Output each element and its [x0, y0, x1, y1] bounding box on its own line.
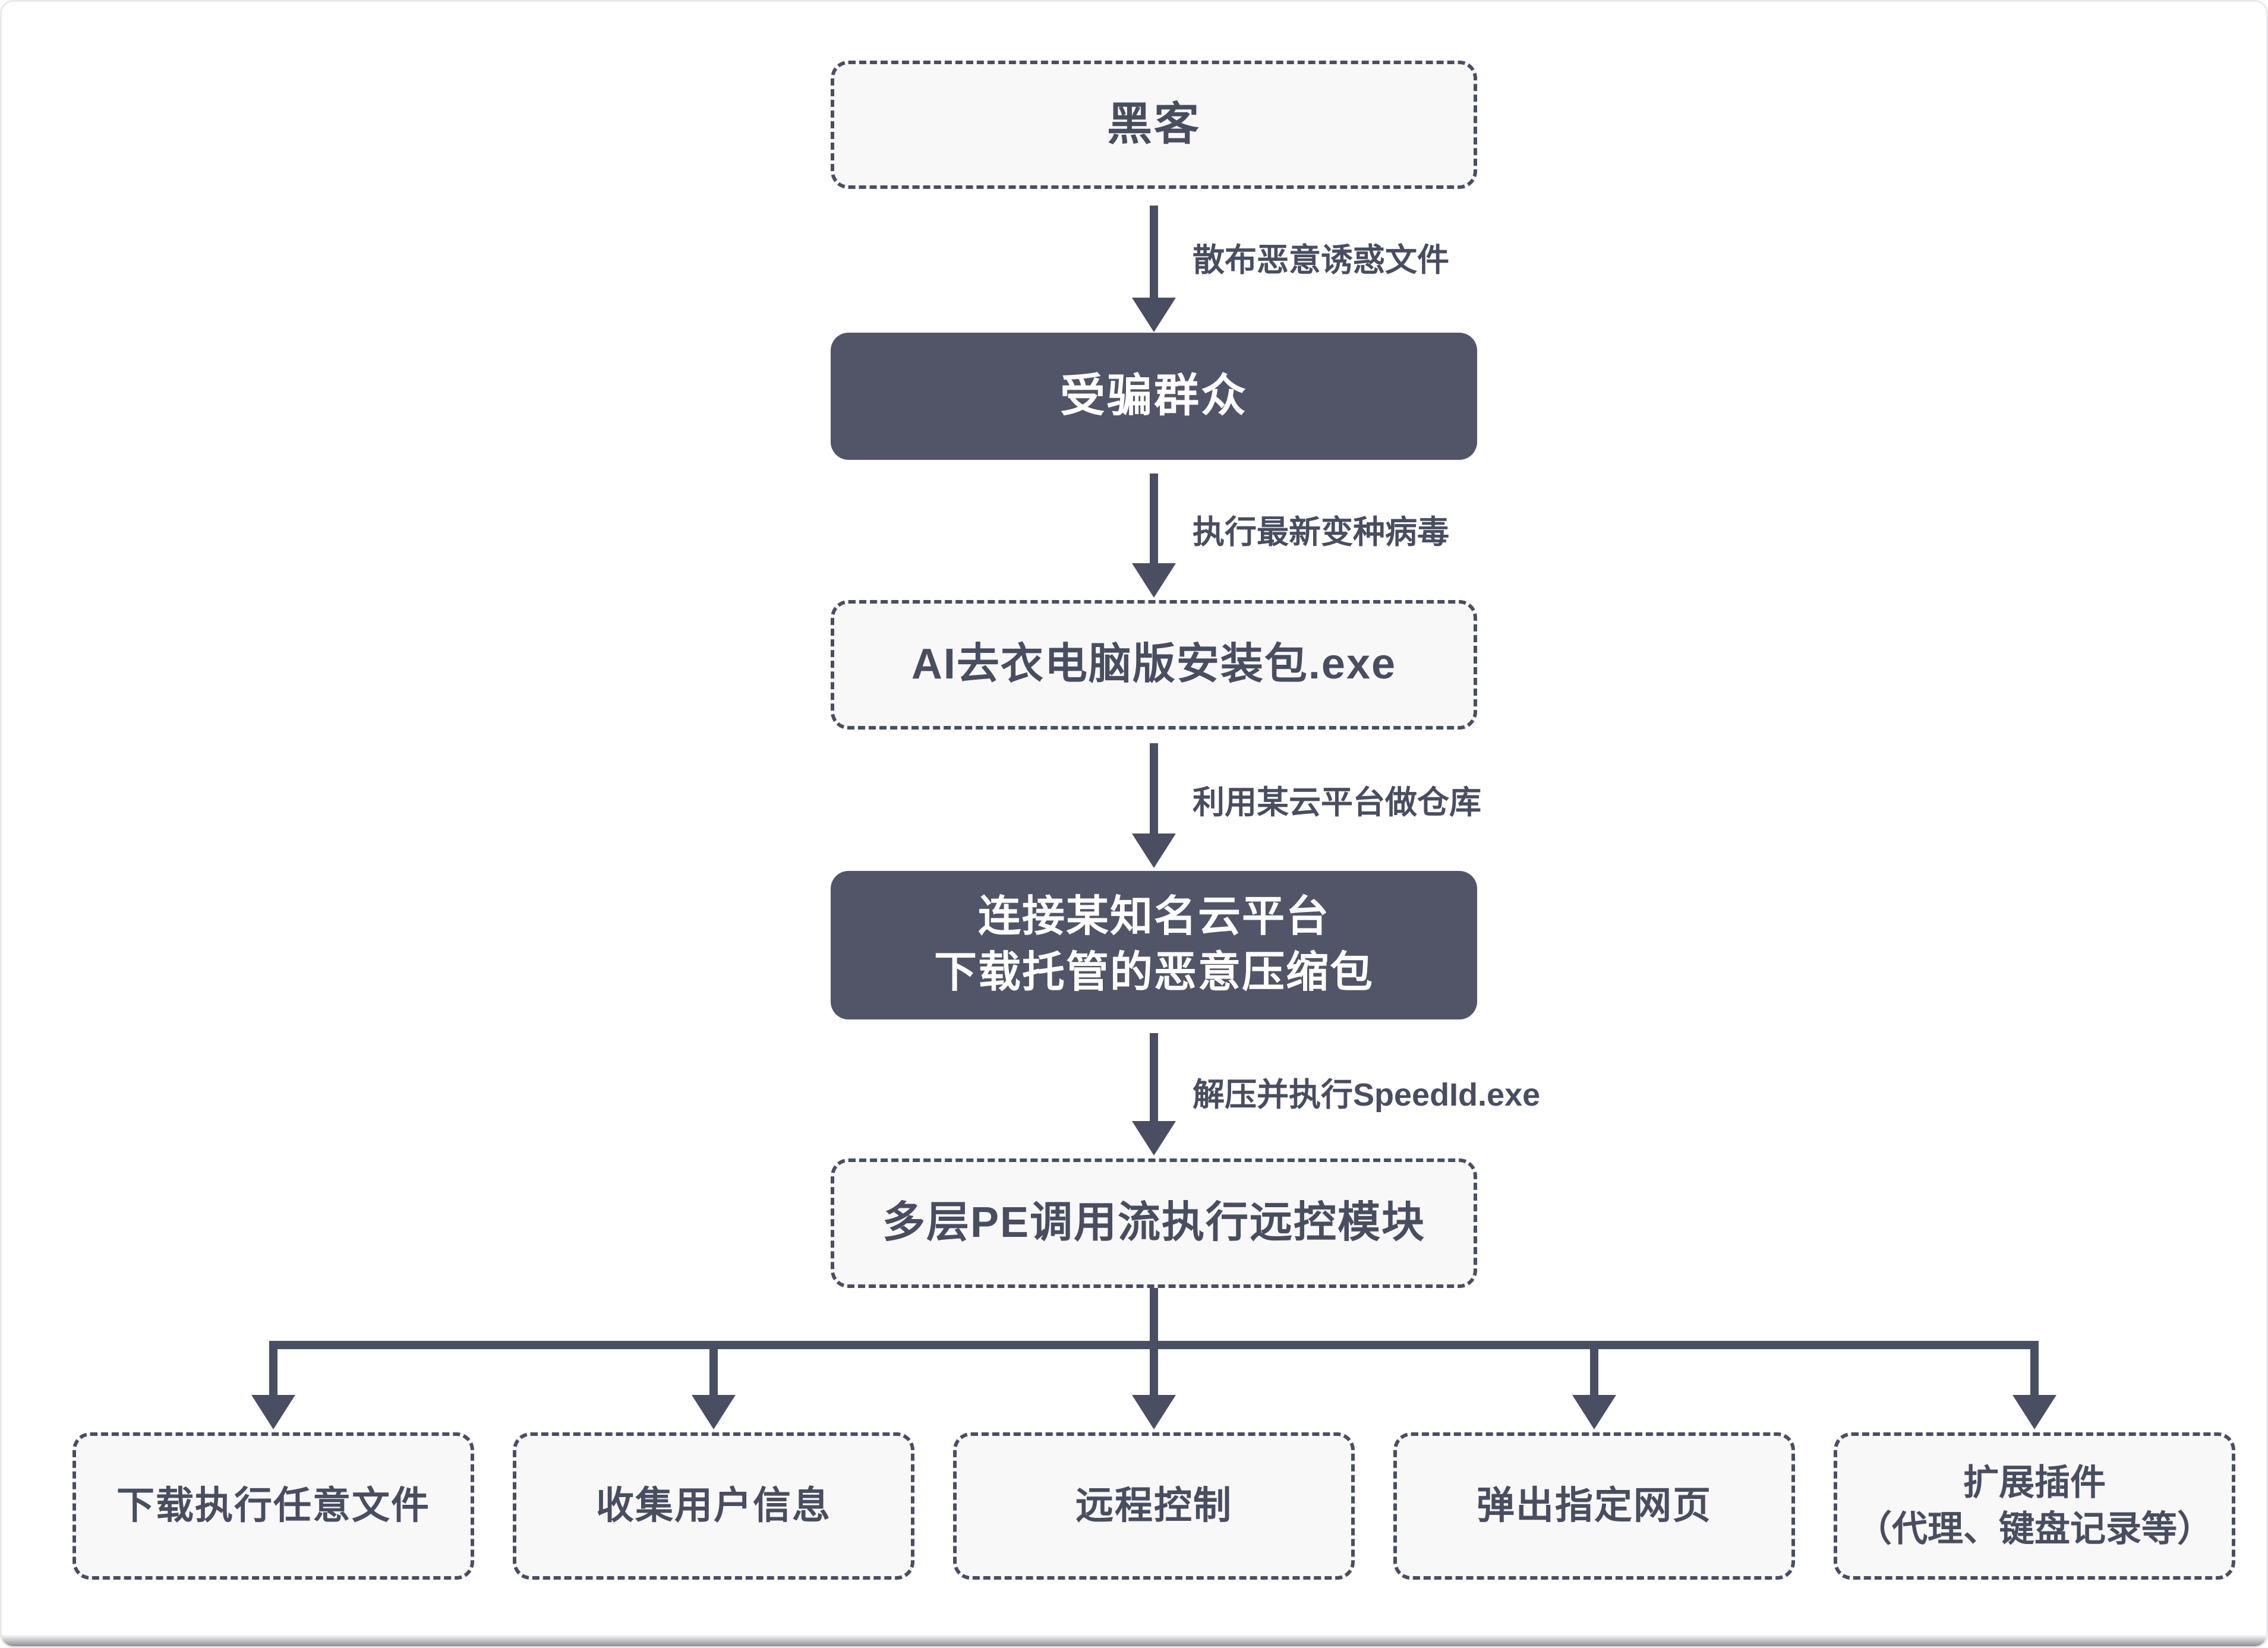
leaf-extensions-label-line1: 扩展插件 [1963, 1463, 2106, 1502]
leaf-download-execute: 下载执行任意文件 [72, 1432, 474, 1580]
node-cloud-download: 连接某知名云平台 下载托管的恶意压缩包 [831, 871, 1477, 1019]
arrowhead-icon [1132, 1121, 1176, 1156]
edge-victims-installer-label: 执行最新变种病毒 [1193, 514, 1449, 550]
leaf-collect-info-label: 收集用户信息 [596, 1484, 831, 1527]
node-victims: 受骗群众 [831, 333, 1477, 460]
arrowhead-icon [1132, 1395, 1176, 1429]
edge-cloud-pe-label: 解压并执行SpeedId.exe [1193, 1077, 1541, 1113]
arrowhead-icon [1132, 834, 1176, 868]
arrowhead-icon [1132, 563, 1176, 598]
edge-installer-cloud-label: 利用某云平台做仓库 [1193, 785, 1481, 820]
branch-line-4 [1590, 1341, 1598, 1395]
leaf-extensions-label-line2: （代理、键盘记录等） [1856, 1509, 2213, 1549]
branch-line-1 [269, 1341, 277, 1395]
leaf-popup-webpage-label: 弹出指定网页 [1477, 1484, 1712, 1527]
edge-cloud-pe-line [1150, 1033, 1158, 1121]
arrowhead-icon [1572, 1395, 1616, 1429]
leaf-popup-webpage: 弹出指定网页 [1393, 1432, 1795, 1580]
branch-stem-line [1150, 1288, 1158, 1349]
branch-line-2 [709, 1341, 718, 1395]
node-installer-label: AI去衣电脑版安装包.exe [911, 640, 1397, 689]
node-cloud-download-label-line2: 下载托管的恶意压缩包 [933, 949, 1374, 996]
arrowhead-icon [692, 1395, 736, 1429]
leaf-remote-control: 远程控制 [953, 1432, 1355, 1580]
branch-line-3 [1150, 1341, 1158, 1395]
edge-hacker-victims-line [1150, 206, 1158, 302]
node-installer: AI去衣电脑版安装包.exe [831, 600, 1477, 730]
edge-hacker-victims-label: 散布恶意诱惑文件 [1193, 242, 1449, 278]
arrowhead-icon [1132, 298, 1176, 332]
node-hacker-label: 黑客 [1107, 99, 1201, 150]
branch-line-5 [2030, 1341, 2039, 1395]
node-pe-module-label: 多层PE调用流执行远控模块 [882, 1199, 1426, 1247]
leaf-extensions: 扩展插件 （代理、键盘记录等） [1834, 1432, 2235, 1580]
arrowhead-icon [2013, 1395, 2056, 1429]
leaf-remote-control-label: 远程控制 [1075, 1484, 1232, 1527]
leaf-collect-info: 收集用户信息 [513, 1432, 914, 1580]
page-bottom-shadow [2, 1634, 2266, 1646]
node-cloud-download-label-line1: 连接某知名云平台 [977, 893, 1330, 941]
edge-victims-installer-line [1150, 473, 1158, 563]
node-pe-module: 多层PE调用流执行远控模块 [831, 1158, 1477, 1288]
node-hacker: 黑客 [831, 61, 1477, 189]
edge-installer-cloud-line [1150, 743, 1158, 834]
node-victims-label: 受骗群众 [1060, 370, 1248, 421]
leaf-download-execute-label: 下载执行任意文件 [116, 1484, 430, 1527]
arrowhead-icon [251, 1395, 295, 1429]
